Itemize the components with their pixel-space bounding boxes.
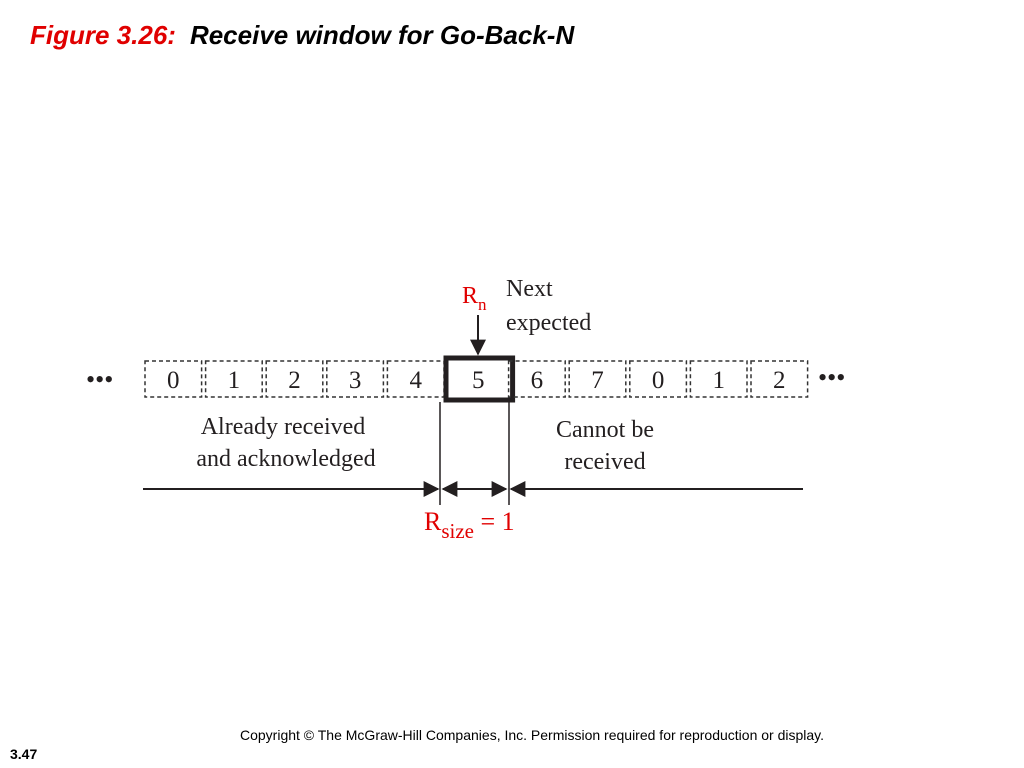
figure-number: Figure 3.26: [30, 20, 176, 50]
sequence-number: 1 [712, 367, 725, 394]
sequence-number: 3 [349, 367, 362, 394]
cannot-be-received-line1: Cannot be [556, 417, 654, 443]
already-received-line2: and acknowledged [196, 446, 375, 472]
right-ellipsis: ••• [818, 363, 845, 392]
next-expected-line1: Next [506, 276, 553, 302]
sequence-number: 5 [472, 367, 485, 394]
cannot-be-received-line2: received [564, 449, 645, 475]
sequence-number: 1 [228, 367, 241, 394]
sequence-cell [750, 360, 809, 398]
rsize-label: Rsize = 1 [424, 507, 515, 543]
sequence-cell [386, 360, 445, 398]
sequence-cell [629, 360, 688, 398]
figure-caption: Receive window for Go-Back-N [189, 20, 575, 50]
current-window-cell [443, 355, 516, 403]
sequence-cell [265, 360, 324, 398]
sequence-number: 2 [288, 367, 301, 394]
slide-title: Figure 3.26: Receive window for Go-Back-N [30, 20, 574, 51]
sequence-number: 4 [409, 367, 422, 394]
sequence-cell [204, 360, 263, 398]
copyright-notice: Copyright © The McGraw-Hill Companies, I… [240, 727, 825, 743]
sequence-cell [144, 360, 203, 398]
sequence-cells: 0 1 2 3 4 5 6 7 0 1 2 [144, 355, 809, 403]
sequence-number: 0 [167, 367, 180, 394]
slide-page-number: 3.47 [10, 746, 38, 762]
already-received-line1: Already received [201, 414, 366, 440]
left-ellipsis: ••• [86, 365, 113, 394]
sequence-cell [689, 360, 748, 398]
sequence-cell [568, 360, 627, 398]
rn-pointer-label: Rn [462, 283, 487, 314]
sequence-cell [326, 360, 385, 398]
sequence-number: 7 [591, 367, 604, 394]
sequence-number: 6 [531, 367, 544, 394]
next-expected-line2: expected [506, 310, 591, 336]
sequence-cell [507, 360, 566, 398]
sequence-number: 2 [773, 367, 786, 394]
sequence-number: 0 [652, 367, 665, 394]
